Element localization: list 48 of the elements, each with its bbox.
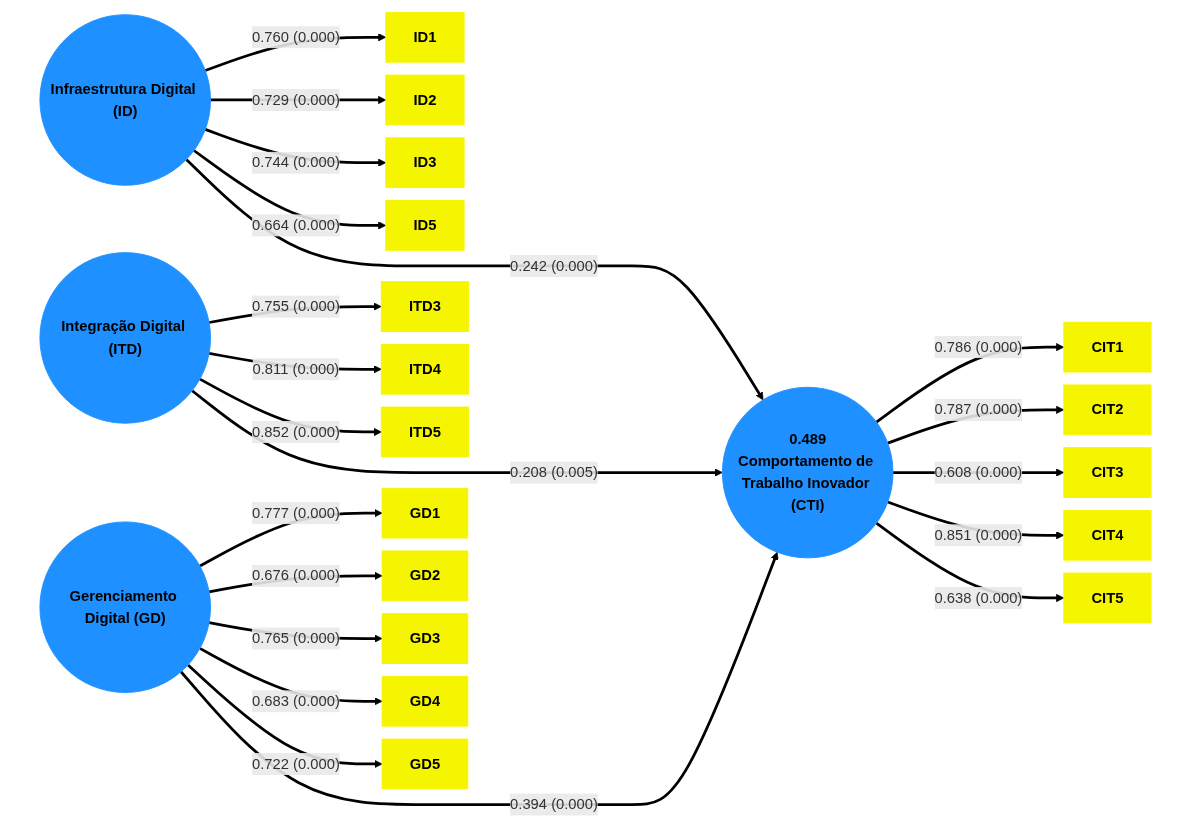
node-box: ITD4: [380, 343, 470, 395]
edge-label: 0.722 (0.000): [252, 755, 340, 772]
edge-label: 0.608 (0.000): [934, 464, 1023, 480]
edge-label: 0.729 (0.000): [252, 91, 340, 108]
edge-label: 0.664 (0.000): [252, 217, 340, 233]
arrow: [875, 343, 1065, 424]
node-circle: Gerenciamento Digital (GD): [39, 521, 211, 693]
node-box: ITD5: [380, 406, 470, 458]
edge-label: 0.811 (0.000): [252, 360, 340, 377]
node-box: ID5: [385, 200, 465, 251]
edge-label: 0.676 (0.000): [252, 567, 340, 584]
edge-label: 0.638 (0.000): [934, 589, 1023, 606]
arrow: [191, 389, 723, 477]
node-circle: 0.489 Comportamento de Trabalho Inovador (CTI): [721, 386, 894, 559]
edge-label: 0.777 (0.000): [252, 504, 340, 521]
node-box: CIT1: [1063, 321, 1152, 373]
node-box: CIT3: [1063, 447, 1152, 498]
edge-label: 0.208 (0.005): [510, 464, 598, 480]
edge-label: 0.683 (0.000): [252, 692, 340, 709]
edge-label: 0.787 (0.000): [934, 401, 1023, 418]
node-box: CIT4: [1063, 509, 1152, 561]
edge-label: 0.744 (0.000): [252, 154, 340, 171]
node-circle: Integração Digital (ITD): [39, 252, 211, 424]
node-box: GD4: [381, 675, 469, 727]
node-box: GD1: [381, 487, 469, 539]
arrow: [875, 521, 1065, 603]
edge-label: 0.242 (0.000): [510, 257, 598, 274]
edge-label: 0.755 (0.000): [252, 298, 340, 314]
node-box: CIT2: [1063, 384, 1152, 436]
node-box: GD3: [381, 613, 469, 664]
edge-label: 0.765 (0.000): [252, 630, 340, 646]
node-box: ID3: [385, 137, 465, 189]
node-box: CIT5: [1063, 572, 1152, 624]
node-box: GD5: [381, 738, 469, 790]
edge-label: 0.394 (0.000): [510, 796, 598, 812]
node-box: ID2: [385, 74, 465, 126]
node-box: GD2: [381, 550, 469, 602]
edge-label: 0.852 (0.000): [252, 423, 340, 440]
arrow: [187, 663, 383, 769]
arrow: [185, 158, 764, 401]
edge-label: 0.786 (0.000): [934, 338, 1023, 355]
edge-label: 0.851 (0.000): [934, 526, 1023, 543]
node-box: ID1: [385, 11, 465, 63]
node-circle: Infraestrutura Digital (ID): [39, 14, 211, 186]
arrow: [193, 149, 387, 230]
edge-label: 0.760 (0.000): [252, 28, 340, 45]
arrow: [179, 551, 779, 806]
node-box: ITD3: [380, 281, 470, 332]
